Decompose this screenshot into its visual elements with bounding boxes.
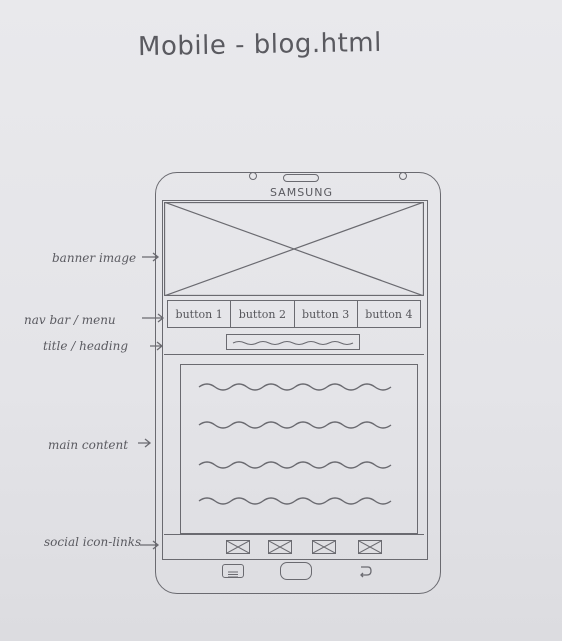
nav-bar: button 1 button 2 button 3 button 4	[167, 300, 421, 328]
heading-squiggle	[232, 341, 354, 345]
speaker-grille-icon	[283, 174, 319, 182]
annotation-social-label: social icon-links	[44, 535, 142, 549]
annotation-title: title / heading	[43, 339, 128, 353]
main-content	[180, 364, 418, 534]
front-camera-icon	[249, 172, 257, 180]
divider-bottom	[164, 534, 424, 535]
annotation-nav: nav bar / menu	[24, 313, 116, 327]
nav-button-1[interactable]: button 1	[168, 301, 232, 327]
phone-screen	[162, 200, 428, 560]
device-brand: SAMSUNG	[270, 186, 333, 199]
arrow-main-icon	[138, 438, 152, 448]
nav-button-4[interactable]: button 4	[365, 307, 413, 321]
home-button-icon[interactable]	[280, 562, 312, 580]
social-icon-3[interactable]	[312, 540, 336, 554]
social-icon-1[interactable]	[226, 540, 250, 554]
social-icon-4[interactable]	[358, 540, 382, 554]
nav-button-3[interactable]: button 3	[295, 301, 358, 327]
annotation-title-label: title / heading	[43, 339, 129, 353]
social-icon-2[interactable]	[268, 540, 292, 554]
nav-button-2[interactable]: button 2	[231, 301, 295, 327]
page-heading	[226, 334, 360, 350]
annotation-social: social icon-links	[44, 535, 141, 549]
banner-image	[164, 202, 424, 296]
menu-key-icon[interactable]	[222, 564, 244, 578]
annotation-nav-label: nav bar / menu	[24, 313, 116, 327]
divider-top	[164, 354, 424, 355]
content-text-lines	[198, 383, 392, 505]
back-key-icon[interactable]	[356, 563, 374, 579]
annotation-banner: banner image	[52, 251, 136, 265]
annotation-banner-label: banner image	[52, 251, 137, 265]
annotation-main: main content	[48, 438, 128, 452]
sensor-icon	[399, 172, 407, 180]
annotation-main-label: main content	[48, 438, 129, 452]
phone-frame	[155, 172, 441, 594]
sketch-title: Mobile - blog.html	[137, 27, 383, 63]
